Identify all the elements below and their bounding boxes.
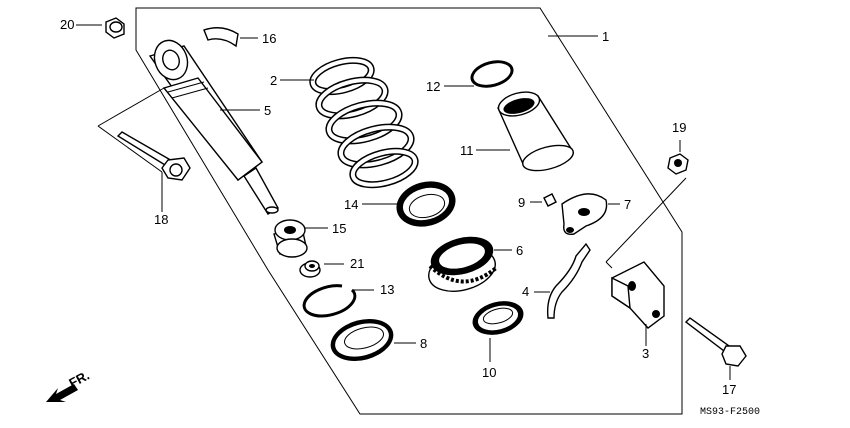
callout-1: 1 xyxy=(602,29,609,44)
part-19-nut xyxy=(667,153,689,175)
front-direction-arrow-icon xyxy=(46,384,78,402)
part-3-bracket xyxy=(611,261,665,329)
part-17-bolt xyxy=(684,317,747,367)
part-13-snap-ring xyxy=(302,284,357,318)
leader-lines xyxy=(76,24,731,380)
part-6-adjuster xyxy=(428,236,498,292)
callout-11: 11 xyxy=(460,143,474,158)
callout-21: 21 xyxy=(350,256,364,271)
part-16-clip xyxy=(203,27,239,48)
part-5-shock-absorber xyxy=(148,39,279,215)
part-12-ring xyxy=(470,60,514,88)
callout-12: 12 xyxy=(426,79,440,94)
part-20-nut xyxy=(105,17,125,39)
callout-20: 20 xyxy=(60,17,74,32)
callout-9: 9 xyxy=(518,195,525,210)
part-15-bushing xyxy=(273,219,308,258)
part-7-stopper-plate xyxy=(561,193,608,235)
part-9-nut xyxy=(543,193,557,207)
callout-6: 6 xyxy=(516,243,523,258)
callout-8: 8 xyxy=(420,336,427,351)
callout-14: 14 xyxy=(344,197,358,212)
part-11-dust-cover xyxy=(497,91,574,172)
diagram-code: MS93-F2500 xyxy=(700,407,760,418)
part-4-hose xyxy=(546,242,591,319)
callout-15: 15 xyxy=(332,221,346,236)
part-18-bolt xyxy=(116,131,191,181)
callout-3: 3 xyxy=(642,346,649,361)
part-10-lock-ring xyxy=(472,301,524,335)
callout-17: 17 xyxy=(722,382,736,397)
callout-4: 4 xyxy=(522,284,529,299)
callout-16: 16 xyxy=(262,31,276,46)
part-8-spring-seat xyxy=(330,318,394,362)
part-2-coil-spring xyxy=(309,56,419,189)
callout-7: 7 xyxy=(624,197,631,212)
callout-numbers: 20 16 1 2 12 5 19 11 14 9 7 18 15 6 21 1… xyxy=(60,17,736,397)
callout-19: 19 xyxy=(672,120,686,135)
callout-18: 18 xyxy=(154,212,168,227)
callout-13: 13 xyxy=(380,282,394,297)
part-14-seat-ring xyxy=(396,181,456,227)
callout-2: 2 xyxy=(270,73,277,88)
part-21-collar xyxy=(299,260,321,278)
assembly-outline xyxy=(135,7,683,415)
callout-10: 10 xyxy=(482,365,496,380)
callout-5: 5 xyxy=(264,103,271,118)
